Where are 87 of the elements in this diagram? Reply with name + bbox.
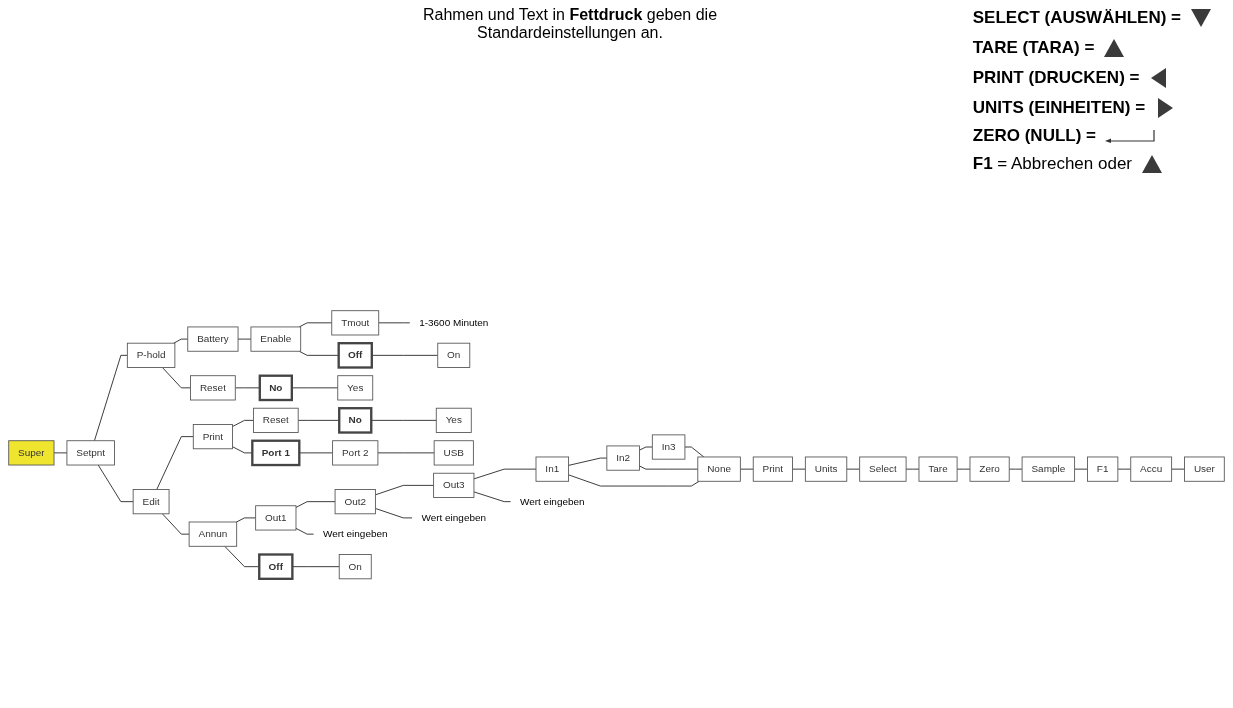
node-box: Reset [253, 408, 299, 434]
connector [473, 491, 512, 503]
connector [846, 468, 861, 470]
node-box: User [1184, 456, 1225, 482]
node-box: Select [859, 456, 907, 482]
connector [639, 446, 653, 451]
connector [161, 513, 190, 535]
node-box: F1 [1087, 456, 1119, 482]
node-box: Out1 [255, 505, 297, 531]
connector [161, 367, 191, 389]
node-box: Print [192, 424, 233, 450]
node-box: No [258, 374, 293, 402]
connector [97, 464, 134, 503]
node-box: Enable [250, 326, 302, 352]
connector [237, 338, 252, 340]
connector [792, 468, 806, 470]
connector [295, 501, 336, 509]
connector [232, 446, 253, 454]
node-box: Yes [435, 408, 472, 434]
node-box: Yes [337, 375, 374, 401]
node-box: P-hold [126, 343, 176, 369]
connector [1074, 468, 1088, 470]
connector [374, 508, 413, 519]
node-box: Setpnt [66, 440, 115, 466]
connector [297, 420, 340, 422]
connector [1008, 468, 1023, 470]
node-box: In1 [535, 456, 570, 482]
node-box: Port 2 [332, 440, 379, 466]
node-box: On [437, 343, 471, 369]
node-box: USB [433, 440, 474, 466]
node-text: Wert eingeben [520, 496, 585, 508]
connector [371, 355, 439, 357]
legend-text: ZERO (NULL) = [972, 126, 1096, 146]
node-box: Out3 [433, 473, 475, 499]
node-box: Annun [188, 521, 238, 547]
connector [224, 546, 260, 568]
connector [378, 322, 411, 324]
node-box: Off [258, 553, 294, 581]
connector [156, 436, 194, 491]
connector [236, 517, 257, 523]
node-box: Out2 [334, 489, 376, 515]
node-box: Sample [1021, 456, 1076, 482]
connector [568, 457, 608, 467]
connector [173, 338, 189, 344]
legend-text: UNITS (EINHEITEN) = [972, 98, 1146, 118]
legend-text: TARE (TARA) = [972, 38, 1095, 58]
node-box: Units [804, 456, 848, 482]
connector [232, 420, 254, 428]
connector [53, 452, 68, 454]
node-box: Port 1 [251, 439, 301, 467]
connector [298, 322, 333, 328]
connector [1171, 468, 1185, 470]
connector [956, 468, 971, 470]
connector [377, 452, 435, 454]
node-box: No [338, 407, 373, 434]
connector [639, 465, 699, 470]
connector [291, 387, 339, 389]
node-box: Tmout [331, 310, 380, 336]
node-box: Super [8, 440, 55, 466]
connector [684, 446, 705, 458]
node-box: Tare [918, 456, 958, 482]
node-box: Off [337, 342, 373, 369]
node-box: In3 [651, 434, 686, 460]
node-text: Wert eingeben [322, 528, 388, 540]
connector [739, 468, 754, 470]
node-box: On [338, 554, 372, 580]
legend-text: PRINT (DRUCKEN) = [972, 68, 1140, 88]
node-box: In2 [606, 445, 640, 471]
node-box: Zero [969, 456, 1010, 482]
connector [1117, 468, 1132, 470]
note-text: Rahmen und Text in Fettdruck geben die Standardeinstellungen an. [421, 6, 719, 43]
legend-text: SELECT (AUSWÄHLEN) = [972, 8, 1181, 28]
node-box: Accu [1130, 456, 1173, 482]
connector [473, 468, 537, 480]
connector [374, 485, 435, 496]
node-box: None [697, 456, 741, 482]
node-text: Wert eingeben [421, 512, 487, 524]
node-text: 1-3600 Minuten [419, 317, 489, 329]
connector [295, 528, 314, 535]
node-box: Battery [187, 326, 239, 352]
node-box: Reset [190, 375, 236, 401]
node-box: Edit [132, 489, 170, 515]
connector [905, 468, 920, 470]
connector [568, 474, 700, 487]
connector [94, 355, 128, 442]
legend-text: F1 = Abbrechen oder [972, 154, 1132, 174]
node-box: Print [752, 456, 793, 482]
